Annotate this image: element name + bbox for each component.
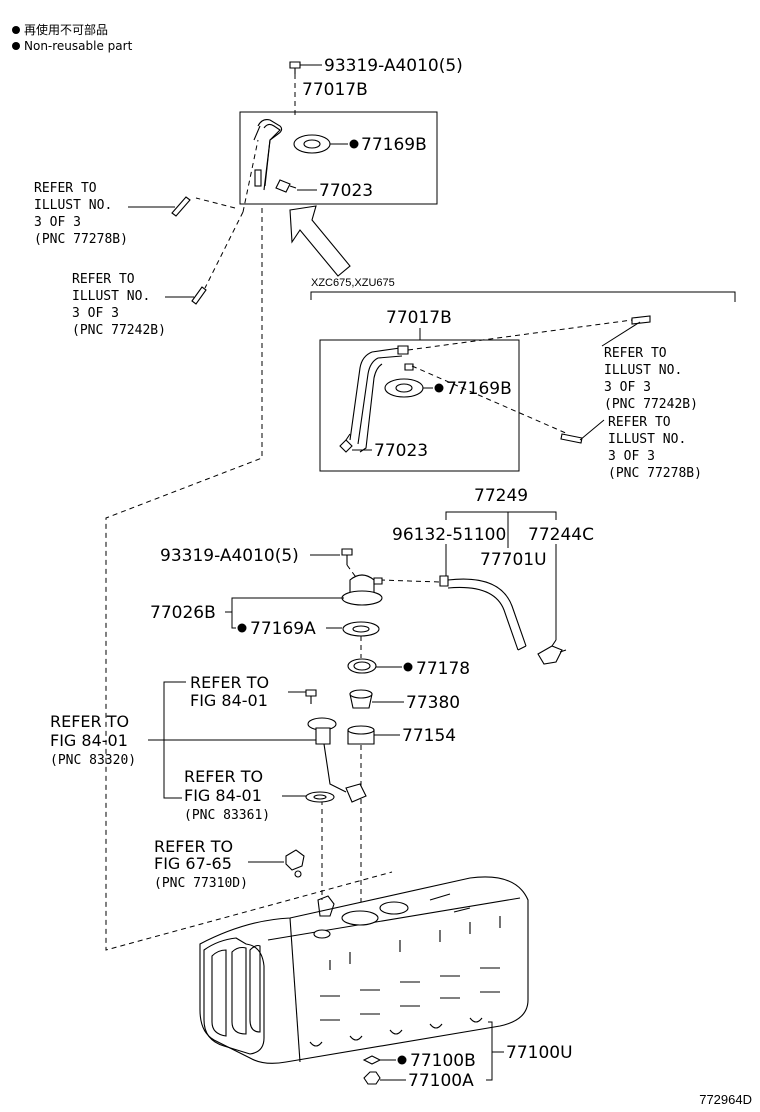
variant-label: XZC675,XZU675 — [311, 277, 395, 289]
part-number-bolt-mid: 93319-A4010(5) — [160, 546, 299, 566]
refer-left-2: REFER TO ILLUST NO. 3 OF 3 (PNC 77242B) — [72, 272, 166, 338]
fuel-pump-tubes-variant[interactable] — [349, 345, 414, 453]
bolt-top[interactable] — [289, 61, 301, 74]
part-number-gauge-assy: 77026B — [150, 603, 216, 623]
part-number-valve: 77244C — [528, 525, 594, 545]
gasket-variant[interactable] — [384, 378, 424, 398]
drain-sensor-part[interactable] — [285, 849, 305, 878]
pipe-stub-left1 — [171, 196, 191, 217]
part-number-vent-assy: 77249 — [474, 486, 528, 506]
vent-hose[interactable] — [447, 578, 527, 651]
gasket-top[interactable] — [293, 134, 331, 154]
part-number-gasket-variant: 77169B — [446, 379, 512, 399]
drain-plug[interactable] — [363, 1071, 381, 1085]
non-reusable-dot-icon — [397, 1055, 407, 1065]
part-number-pump-top: 77017B — [302, 80, 368, 100]
refer-fig-84-01-a: REFER TO FIG 84-01 — [190, 673, 274, 710]
part-number-clamp: 96132-51100 — [392, 525, 506, 545]
gauge-stack: 93319-A4010(5) 77026B 77169A 7717 — [50, 546, 470, 905]
refer-left-1: REFER TO ILLUST NO. 3 OF 3 (PNC 77278B) — [34, 181, 128, 247]
sender-top[interactable] — [275, 179, 297, 193]
refer-pnc-83320: (PNC 83320) — [50, 753, 136, 768]
part-number-gasket-mid: 77169A — [250, 619, 316, 639]
drain-gasket[interactable] — [362, 1055, 382, 1065]
legend-non-reusable: Non-reusable part — [12, 38, 132, 54]
refer-right-2: REFER TO ILLUST NO. 3 OF 3 (PNC 77278B) — [608, 415, 702, 481]
check-valve[interactable] — [537, 639, 567, 665]
non-reusable-dot-icon — [349, 139, 359, 149]
pipe-stub-right1 — [631, 315, 651, 325]
part-number-hose: 77701U — [480, 550, 547, 570]
clamp-part[interactable] — [439, 575, 449, 587]
bolt-mid[interactable] — [341, 548, 353, 565]
cap-part[interactable] — [347, 725, 375, 745]
vent-group: 77249 96132-51100 77244C 77701U — [379, 486, 594, 665]
pipe-stub-left2 — [191, 286, 207, 305]
part-number-gasket-top: 77169B — [361, 135, 427, 155]
part-number-tank: 77100U — [506, 1043, 573, 1063]
sender-variant[interactable] — [339, 433, 353, 453]
gasket-mid[interactable] — [342, 621, 380, 637]
fuel-pump-tubes-top[interactable] — [253, 119, 283, 191]
refer-pnc-83361: (PNC 83361) — [184, 808, 270, 823]
part-number-cap: 77154 — [402, 726, 456, 746]
refer-fig-84-01-c: REFER TO FIG 84-01 — [184, 767, 268, 805]
figure-id: 772964D — [699, 1092, 752, 1107]
non-reusable-dot-icon — [403, 662, 413, 672]
non-reusable-dot-icon — [12, 26, 20, 34]
non-reusable-dot-icon — [434, 383, 444, 393]
ring-part[interactable] — [347, 658, 377, 674]
refer-fig-67-65: REFER TO FIG 67-65 — [154, 837, 238, 873]
pump-variant-box — [319, 339, 520, 472]
sender-gauge-assy[interactable] — [341, 574, 383, 606]
level-gauge-unit[interactable] — [305, 689, 367, 803]
fuel-tank[interactable] — [199, 876, 529, 1064]
part-number-drain-gasket: 77100B — [410, 1051, 476, 1071]
non-reusable-dot-icon — [237, 623, 247, 633]
part-number-bolt-top: 93319-A4010(5) — [324, 56, 463, 76]
part-number-pump-variant: 77017B — [386, 308, 452, 328]
refer-right-1: REFER TO ILLUST NO. 3 OF 3 (PNC 77242B) — [604, 346, 698, 412]
non-reusable-dot-icon — [12, 42, 20, 50]
pipe-stub-right2 — [560, 433, 583, 444]
variant-pump-group: 77017B 77169B 77023 — [319, 308, 702, 481]
locator-dashed-line — [105, 208, 393, 951]
legend-japanese: 再使用不可部品 — [12, 22, 108, 38]
refer-fig-84-01-b: REFER TO FIG 84-01 — [50, 712, 134, 750]
part-number-sender-variant: 77023 — [374, 441, 428, 461]
part-number-drain-plug: 77100A — [408, 1071, 474, 1091]
part-number-filter: 77380 — [406, 693, 460, 713]
location-arrow-icon — [289, 205, 351, 277]
gauge-gasket[interactable] — [305, 791, 335, 803]
refer-pnc-77310d: (PNC 77310D) — [154, 876, 248, 891]
pump-top-box — [239, 111, 438, 205]
filter-part[interactable] — [349, 689, 373, 709]
part-number-sender-top: 77023 — [319, 181, 373, 201]
top-pump-group: 93319-A4010(5) 77017B 77169B 77023 — [34, 56, 463, 338]
part-number-ring: 77178 — [416, 659, 470, 679]
drain-group: 77100U 77100B 77100A — [362, 1021, 573, 1091]
